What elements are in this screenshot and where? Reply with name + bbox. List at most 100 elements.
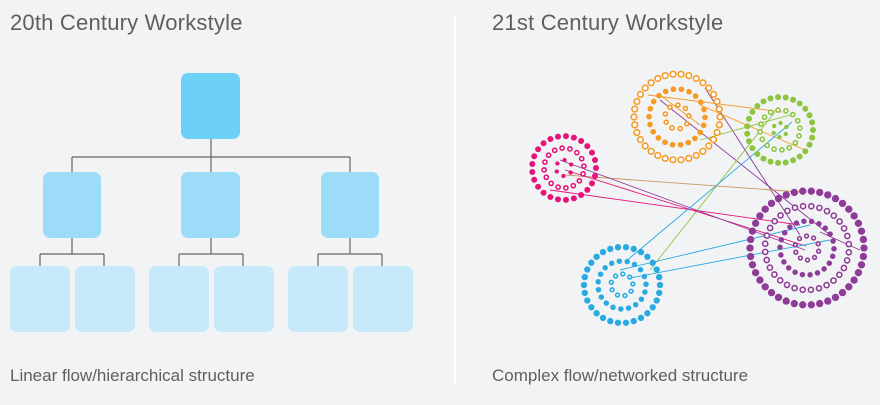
org-node-bottom-1	[10, 266, 70, 332]
cluster-dot	[669, 70, 677, 78]
cluster-dot	[790, 299, 798, 308]
org-node-top	[181, 73, 240, 139]
cluster-dot	[573, 149, 580, 156]
cluster-dot	[821, 266, 827, 272]
cluster-dot	[607, 317, 614, 325]
cluster-dot	[543, 174, 550, 181]
cluster-dot	[761, 248, 769, 256]
cluster-dot	[763, 256, 771, 264]
cluster-dot	[775, 159, 782, 166]
cluster-dot	[823, 207, 831, 215]
cluster-dot	[588, 304, 595, 311]
cluster-dot	[792, 269, 798, 275]
cluster-dot	[789, 111, 796, 118]
cluster-dot	[776, 276, 784, 284]
cluster-dot	[595, 279, 601, 285]
cluster-dot	[638, 296, 645, 302]
cluster-dot	[709, 136, 718, 144]
cluster-dot	[593, 165, 599, 171]
cluster-dot	[636, 136, 645, 144]
cluster-dot	[649, 259, 656, 266]
cluster-dot	[715, 105, 723, 113]
cluster-dot	[641, 84, 649, 92]
cluster-dot	[592, 173, 598, 179]
cluster-dot	[669, 125, 675, 131]
cluster-dot	[843, 257, 851, 264]
cluster-dot	[779, 147, 785, 153]
cluster-dot	[771, 130, 776, 136]
cluster-dot	[589, 180, 595, 187]
cluster-dot	[656, 281, 664, 289]
cluster-dot	[702, 114, 708, 121]
cluster-dot	[685, 154, 693, 162]
cluster-dot	[777, 212, 784, 219]
cluster-dot	[822, 225, 829, 231]
cluster-dot	[705, 142, 713, 150]
cluster-dot	[797, 125, 803, 131]
cluster-dot	[656, 289, 663, 297]
hierarchy-connectors	[39, 139, 383, 266]
cluster-dot	[845, 283, 853, 291]
cluster-dot	[760, 155, 767, 162]
cluster-dot	[547, 136, 554, 142]
cluster-dot	[593, 253, 600, 260]
cluster-dot	[529, 161, 536, 167]
cluster-dot	[746, 138, 752, 145]
cluster-magenta-ring-3	[554, 157, 574, 179]
cluster-dot	[778, 236, 785, 243]
cluster-dot	[662, 88, 669, 95]
cluster-dot	[570, 134, 577, 141]
cluster-dot	[535, 146, 542, 153]
cluster-dot	[584, 186, 591, 193]
cluster-dot	[547, 194, 554, 200]
cluster-dot	[700, 122, 707, 129]
cluster-dot	[535, 183, 542, 190]
cluster-dot	[563, 133, 569, 140]
cluster-dot	[661, 154, 669, 162]
cluster-dot	[650, 128, 657, 135]
cluster-dot	[716, 113, 724, 121]
cluster-dot	[771, 217, 779, 225]
cluster-dot	[810, 235, 817, 241]
cluster-dot	[838, 199, 847, 208]
cluster-dot	[831, 194, 840, 203]
cluster-dot	[801, 218, 807, 224]
cluster-dot	[662, 139, 668, 146]
cluster-dot	[569, 162, 574, 167]
cluster-dot	[662, 111, 669, 117]
cluster-green-ring-2	[757, 107, 803, 153]
cluster-dot	[531, 153, 538, 160]
org-node-bottom-6	[353, 266, 413, 332]
cluster-dot	[807, 286, 815, 294]
org-node-bottom-4	[214, 266, 274, 332]
cluster-dot	[678, 86, 685, 93]
cluster-dot	[859, 252, 868, 261]
cluster-dot	[838, 288, 847, 297]
cluster-dot	[562, 157, 567, 163]
cluster-blue	[580, 244, 664, 326]
cluster-dot	[754, 103, 761, 109]
cluster-dot	[816, 188, 824, 197]
cluster-dot	[603, 300, 610, 306]
cluster-dot	[670, 86, 677, 93]
cluster-dot	[791, 284, 798, 292]
cluster-dot	[614, 319, 622, 326]
cluster-dot	[541, 167, 547, 173]
cluster-dot	[746, 235, 755, 244]
cluster-dot	[850, 212, 858, 220]
cluster-dot	[663, 119, 670, 125]
hierarchy-boxes	[10, 73, 413, 332]
cluster-dot	[555, 196, 561, 203]
cluster-dot	[860, 244, 868, 252]
cluster-dot	[766, 224, 774, 232]
cluster-dot	[859, 235, 868, 244]
cluster-dot	[646, 113, 652, 120]
cluster-dot	[767, 95, 774, 102]
cluster-dot	[775, 107, 781, 113]
cluster-dot	[783, 281, 791, 289]
cluster-dot	[744, 130, 751, 137]
cluster-magenta	[529, 133, 599, 203]
cluster-orange-ring-1	[630, 70, 724, 164]
cluster-dot	[609, 287, 615, 293]
cluster-dot	[580, 281, 588, 289]
